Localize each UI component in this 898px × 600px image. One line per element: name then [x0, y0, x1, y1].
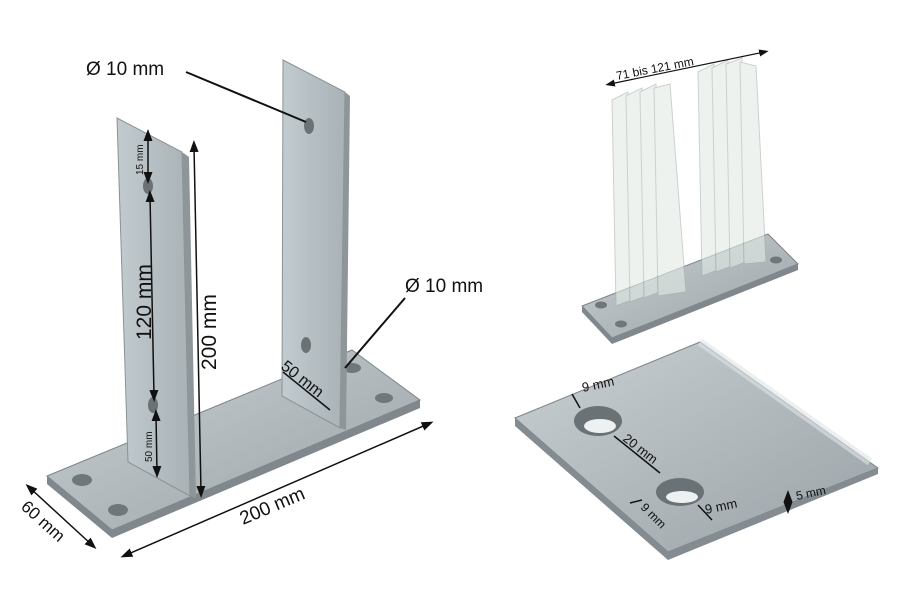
base-hole	[72, 474, 92, 486]
top-offset-label: 15 mm	[135, 144, 146, 175]
plate-hole	[148, 397, 158, 413]
edge-right-label: 9 mm	[704, 496, 739, 517]
plate-hole	[301, 337, 311, 353]
adjustable-bracket-image: 71 bis 121 mm	[581, 49, 799, 344]
plate-position	[739, 61, 767, 265]
hole-spacing-label: 120 mm	[133, 264, 156, 340]
bottom-offset-label: 50 mm	[144, 431, 155, 462]
plate-hole	[304, 118, 314, 134]
length-label: 200 mm	[237, 483, 308, 529]
thickness-label: 5 mm	[795, 483, 827, 503]
base-plate	[46, 349, 422, 531]
detail-plate	[514, 341, 880, 553]
base-hole	[108, 504, 128, 516]
adjust-range-label: 71 bis 121 mm	[615, 54, 695, 83]
width-label: 60 mm	[17, 497, 68, 546]
hole-diameter-top-label: Ø 10 mm	[86, 59, 164, 80]
edge-top-label: 9 mm	[581, 374, 616, 395]
post-bracket-image: Ø 10 mm Ø 10 mm 15 mm 120 mm 50 mm 200 m…	[17, 59, 483, 558]
plate-hole	[143, 178, 153, 194]
right-upright-edge	[340, 92, 350, 430]
base-plate-detail-image: 9 mm 20 mm 9 mm 9 mm 5 mm	[514, 338, 880, 560]
base-hole	[375, 393, 393, 403]
hole-diameter-base-label: Ø 10 mm	[405, 276, 483, 297]
height-label: 200 mm	[198, 294, 221, 370]
plate-position	[653, 83, 687, 297]
